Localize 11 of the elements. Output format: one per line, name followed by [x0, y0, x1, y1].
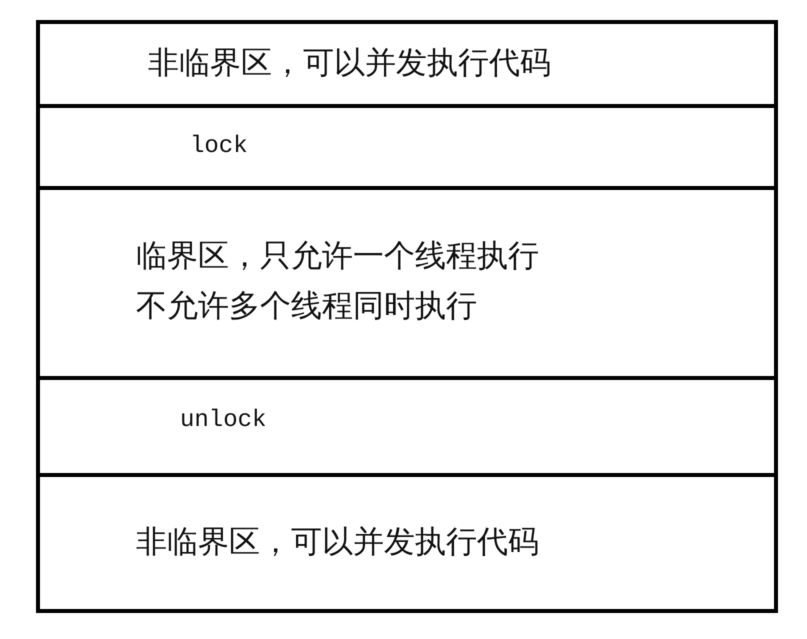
- code-label: lock: [190, 132, 248, 162]
- section-text: 临界区，只允许一个线程执行: [136, 237, 539, 276]
- code-label: unlock: [180, 406, 266, 436]
- section-band: [36, 108, 778, 190]
- section-text: 非临界区，可以并发执行代码: [148, 44, 551, 83]
- section-band: [36, 380, 778, 477]
- section-band: [36, 190, 778, 380]
- section-band: [36, 477, 778, 613]
- section-band: [36, 20, 778, 108]
- section-text: 非临界区，可以并发执行代码: [136, 523, 539, 562]
- section-text: 不允许多个线程同时执行: [136, 287, 477, 326]
